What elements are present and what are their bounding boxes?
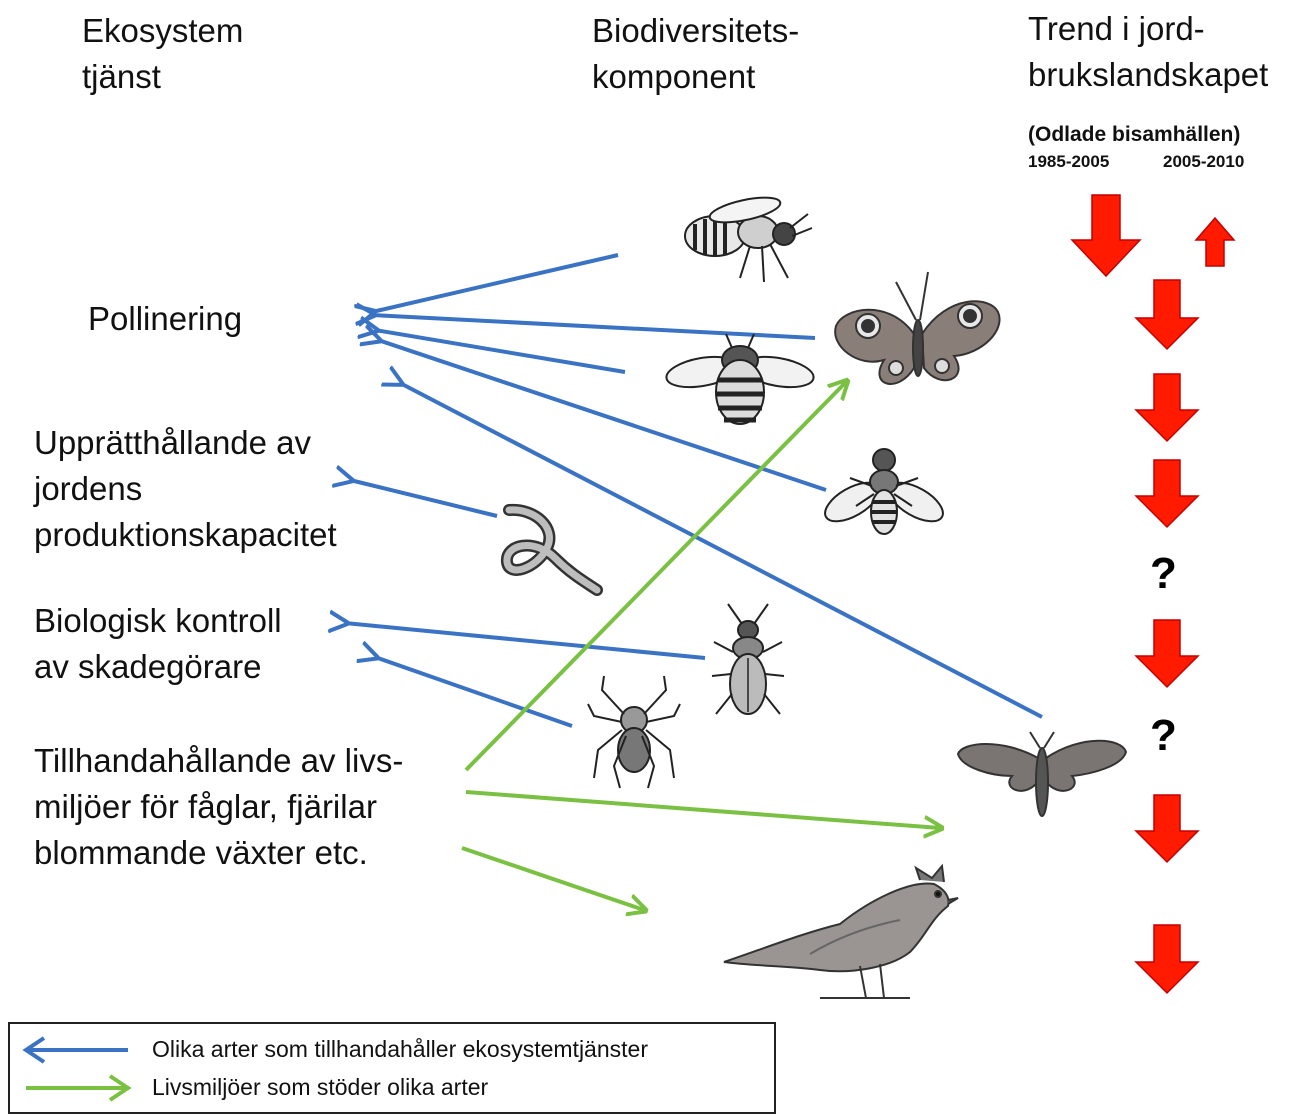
- trend-unknown-2: ?: [1150, 711, 1177, 760]
- hoverfly-icon: [819, 449, 949, 534]
- arrow-butterfly-to-pollination: [372, 315, 815, 338]
- arrow-habitat-to-moth: [466, 792, 940, 828]
- trend-down-icon: [1136, 795, 1198, 862]
- arrow-moth-to-pollination: [400, 383, 1042, 717]
- trend-down-icon: [1072, 195, 1140, 276]
- arrow-habitat-to-lark: [462, 848, 644, 910]
- legend: Olika arter som tillhandahåller ekosyste…: [8, 1022, 776, 1114]
- trend-down-icon: [1136, 925, 1198, 993]
- earthworm-icon: [507, 510, 597, 590]
- trend-unknown-1: ?: [1150, 549, 1177, 598]
- honeybee-icon: [685, 193, 812, 282]
- trend-down-icon: [1136, 374, 1198, 441]
- butterfly-icon: [835, 272, 999, 384]
- arrow-honeybee-to-pollination: [372, 255, 618, 312]
- arrow-beetle-to-biocontrol: [345, 623, 705, 658]
- moth-icon: [958, 732, 1126, 816]
- arrow-habitat-to-butterfly: [466, 382, 846, 770]
- legend-blue-label: Olika arter som tillhandahåller ekosyste…: [152, 1036, 648, 1063]
- trend-down-icon: [1136, 280, 1198, 349]
- beetle-icon: [712, 604, 784, 714]
- legend-green-label: Livsmiljöer som stöder olika arter: [152, 1074, 488, 1101]
- legend-symbols: [10, 1024, 150, 1112]
- bumblebee-icon: [664, 334, 816, 424]
- legend-blue-arrow-icon: [26, 1038, 128, 1062]
- arrow-worm-to-soil: [350, 480, 497, 516]
- trend-up-icon: [1196, 218, 1234, 266]
- trend-down-icon: [1136, 460, 1198, 527]
- trend-down-icon: [1136, 620, 1198, 687]
- spider-icon: [588, 676, 680, 788]
- skylark-icon: [724, 866, 958, 998]
- legend-green-arrow-icon: [26, 1076, 128, 1100]
